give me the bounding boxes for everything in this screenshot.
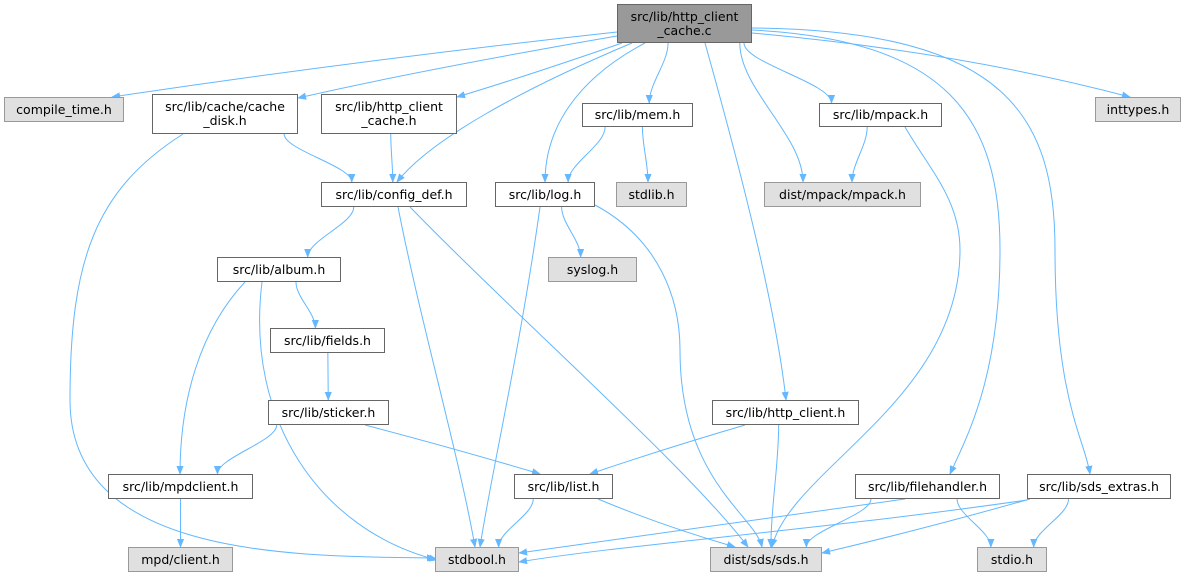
edge-log-to-syslog [561,206,585,258]
node-sds-extras[interactable]: src/lib/sds_extras.h [1027,474,1171,499]
edge-config_def-to-album [304,206,355,258]
node-config-def[interactable]: src/lib/config_def.h [321,182,467,207]
node-mpd-client: mpd/client.h [128,547,233,572]
node-mem[interactable]: src/lib/mem.h [582,103,693,127]
node-fields[interactable]: src/lib/fields.h [270,328,385,353]
node-stdbool: stdbool.h [435,547,519,572]
edge-album-to-stdbool [259,281,438,562]
edge-log-to-stdbool [477,206,541,548]
edge-root-to-log [541,42,646,183]
edge-root-to-http_client [704,42,789,401]
edge-http_client_cache_h-to-config_def [389,133,397,183]
edge-filehandler-to-stdbool [518,498,906,556]
edge-config_def-to-sds [409,206,749,548]
node-sticker[interactable]: src/lib/sticker.h [268,400,389,425]
edge-http_client-to-sds [767,424,780,548]
edge-sticker-to-mpdclient [213,424,278,475]
node-list[interactable]: src/lib/list.h [514,474,613,499]
edge-log-to-sds [594,204,764,548]
node-mpack[interactable]: src/lib/mpack.h [819,103,942,127]
node-stdio: stdio.h [977,547,1047,572]
node-mpdclient[interactable]: src/lib/mpdclient.h [108,474,253,499]
edge-config_def-to-stdbool [397,206,478,548]
node-http-client[interactable]: src/lib/http_client.h [712,400,859,425]
edge-sds_extras-to-stdbool [518,499,1028,565]
edge-root-to-mem [645,42,669,104]
edge-root-to-sds_extras [751,27,1093,475]
edge-root-to-mpack [743,42,836,104]
edge-list-to-stdbool [495,498,534,548]
node-inttypes: inttypes.h [1095,97,1181,122]
edge-root-to-config_def [396,42,633,183]
edge-filehandler-to-sds [802,498,872,548]
node-http-client-cache-h[interactable]: src/lib/http_client _cache.h [321,94,457,134]
edge-root-to-filehandler [751,29,1001,475]
node-sds: dist/sds/sds.h [710,547,822,572]
edge-album-to-fields [295,281,319,329]
node-filehandler[interactable]: src/lib/filehandler.h [855,474,1000,499]
edge-album-to-mpdclient [176,281,246,475]
edge-sds_extras-to-stdio [1030,498,1070,548]
edge-root-to-inttypes [751,32,1131,99]
node-album[interactable]: src/lib/album.h [217,257,341,282]
edge-sds_extras-to-sds [821,498,1031,555]
node-stdlib: stdlib.h [616,182,687,207]
edge-list-to-sds [597,498,736,549]
edge-root-to-mpack_dist [739,42,807,183]
edge-root-to-http_client_cache_h [456,42,623,99]
edge-root-to-cache_disk [297,35,618,100]
node-syslog: syslog.h [548,257,637,282]
edge-mem-to-stdlib [641,126,652,183]
node-compile-time: compile_time.h [4,97,124,122]
edge-mpack-to-mpack_dist [848,126,868,183]
edge-mpack-to-sds [770,126,961,548]
edge-cache_disk-to-config_def [283,133,356,183]
edge-http_client-to-list [589,424,746,475]
node-cache-disk[interactable]: src/lib/cache/cache _disk.h [152,94,298,134]
node-root: src/lib/http_client _cache.c [617,4,752,43]
node-mpack-dist: dist/mpack/mpack.h [764,182,921,207]
edge-mem-to-log [564,126,606,183]
node-log[interactable]: src/lib/log.h [495,182,595,207]
edge-sticker-to-list [364,424,541,476]
edge-filehandler-to-stdio [956,498,995,548]
edge-cache_disk-to-stdbool [69,133,436,562]
edge-root-to-compile_time [111,31,618,100]
